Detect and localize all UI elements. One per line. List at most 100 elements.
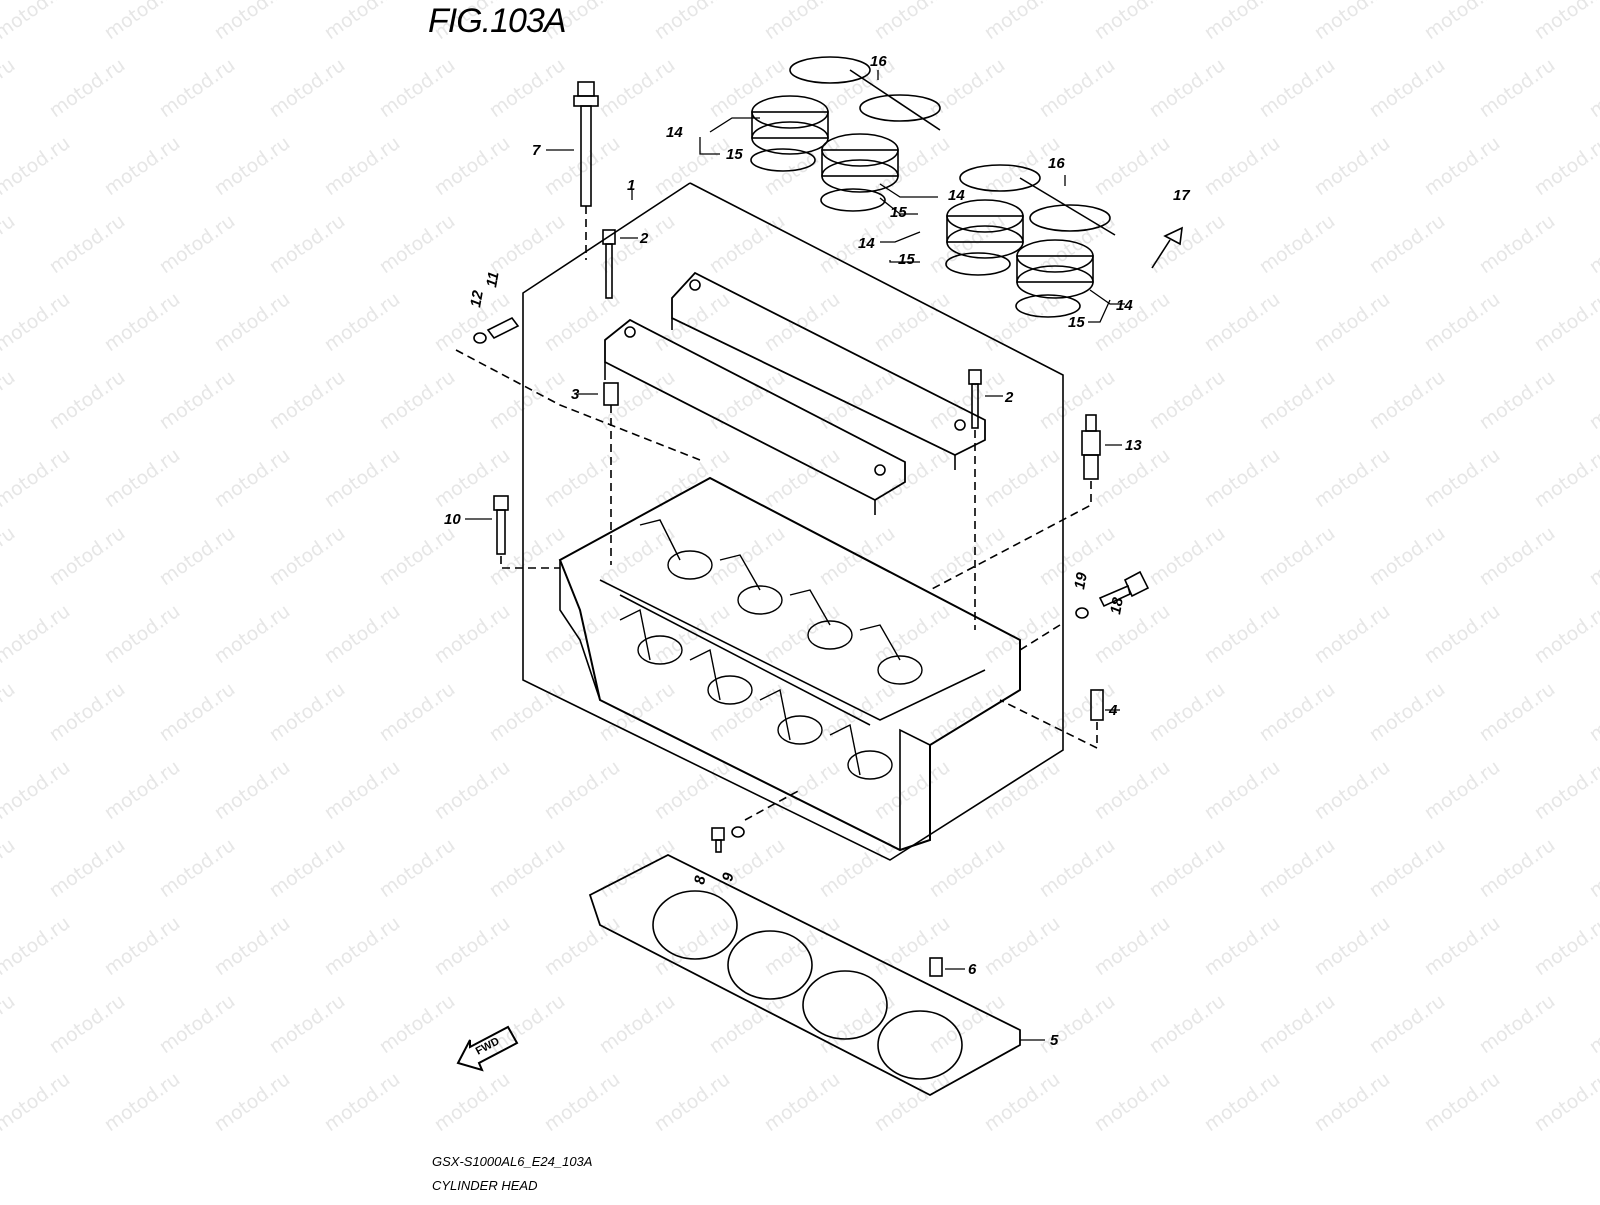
- watermark-text: motod.ru: [1035, 210, 1119, 278]
- watermark-text: motod.ru: [1420, 132, 1504, 200]
- callout-1: 1: [627, 177, 635, 194]
- callout-5: 5: [1050, 1032, 1059, 1049]
- watermark-text: motod.ru: [1530, 0, 1600, 44]
- watermark-text: motod.ru: [320, 756, 404, 824]
- watermark-text: motod.ru: [430, 444, 514, 512]
- watermark-text: motod.ru: [210, 444, 294, 512]
- watermark-text: motod.ru: [430, 1068, 514, 1136]
- watermark-text: motod.ru: [1090, 600, 1174, 668]
- watermark-text: motod.ru: [45, 522, 129, 590]
- drawing-lines: [455, 56, 1183, 1097]
- watermark-text: motod.ru: [815, 366, 899, 434]
- watermark-text: motod.ru: [1200, 0, 1284, 44]
- watermark-text: motod.ru: [1310, 288, 1394, 356]
- watermark-text: motod.ru: [650, 288, 734, 356]
- fwd-arrow-shape: [456, 1025, 519, 1072]
- watermark-text: motod.ru: [375, 834, 459, 902]
- watermark-text: motod.ru: [650, 1068, 734, 1136]
- watermark-text: motod.ru: [1310, 912, 1394, 980]
- watermark-text: motod.ru: [155, 210, 239, 278]
- watermark-text: motod.ru: [1145, 366, 1229, 434]
- watermark-text: motod.ru: [0, 132, 74, 200]
- callout-16: 16: [870, 53, 887, 70]
- watermark-text: motod.ru: [1420, 0, 1504, 44]
- watermark-text: motod.ru: [0, 366, 19, 434]
- watermark-text: motod.ru: [1420, 600, 1504, 668]
- watermark-text: motod.ru: [540, 132, 624, 200]
- watermark-text: motod.ru: [1310, 1068, 1394, 1136]
- watermark-text: motod.ru: [1090, 912, 1174, 980]
- watermark-text: motod.ru: [45, 366, 129, 434]
- watermark-text: motod.ru: [100, 0, 184, 44]
- watermark-text: motod.ru: [210, 1068, 294, 1136]
- watermark-text: motod.ru: [980, 444, 1064, 512]
- spark-plug-13: [929, 414, 1101, 591]
- watermark-text: motod.ru: [650, 0, 734, 44]
- watermark-text: motod.ru: [375, 210, 459, 278]
- screw-17: [1151, 226, 1183, 269]
- o-rings-15: [750, 148, 1081, 318]
- callout-7: 7: [532, 142, 541, 159]
- watermark-text: motod.ru: [0, 834, 19, 902]
- watermark-text: motod.ru: [870, 756, 954, 824]
- watermark-text: motod.ru: [485, 54, 569, 122]
- watermark-text: motod.ru: [155, 678, 239, 746]
- watermark-text: motod.ru: [1420, 756, 1504, 824]
- watermark-text: motod.ru: [595, 990, 679, 1058]
- watermark-text: motod.ru: [1035, 54, 1119, 122]
- cylinder-head-body: [558, 476, 1021, 852]
- watermark-text: motod.ru: [1145, 834, 1229, 902]
- watermark-text: motod.ru: [815, 522, 899, 590]
- callout-3: 3: [571, 386, 580, 403]
- watermark-text: motod.ru: [210, 600, 294, 668]
- watermark-text: motod.ru: [1255, 54, 1339, 122]
- sensor-18: [1019, 570, 1150, 651]
- watermark-text: motod.ru: [0, 288, 74, 356]
- watermark-text: motod.ru: [485, 990, 569, 1058]
- watermark-text: motod.ru: [45, 678, 129, 746]
- watermark-text: motod.ru: [1420, 1068, 1504, 1136]
- watermark-text: motod.ru: [980, 912, 1064, 980]
- watermark-text: motod.ru: [375, 678, 459, 746]
- dowel-6: [929, 957, 943, 977]
- watermark-text: motod.ru: [1475, 522, 1559, 590]
- watermark-text: motod.ru: [925, 522, 1009, 590]
- watermark-text: motod.ru: [1585, 366, 1600, 434]
- watermark-text: motod.ru: [1310, 132, 1394, 200]
- watermark-text: motod.ru: [1310, 444, 1394, 512]
- watermark-text: motod.ru: [1200, 288, 1284, 356]
- watermark-text: motod.ru: [1530, 132, 1600, 200]
- watermark-text: motod.ru: [1035, 366, 1119, 434]
- watermark-text: motod.ru: [375, 522, 459, 590]
- watermark-text: motod.ru: [1200, 1068, 1284, 1136]
- watermark-text: motod.ru: [375, 990, 459, 1058]
- camshaft-holder-front: [604, 318, 906, 515]
- callout-19: 19: [1071, 571, 1091, 591]
- watermark-text: motod.ru: [155, 522, 239, 590]
- callout-11: 11: [483, 270, 502, 288]
- watermark-text: motod.ru: [375, 54, 459, 122]
- watermark-text: motod.ru: [1145, 678, 1229, 746]
- long-bolt-7: [573, 81, 599, 260]
- watermark-text: motod.ru: [0, 990, 19, 1058]
- watermark-text: motod.ru: [0, 756, 74, 824]
- watermark-text: motod.ru: [430, 132, 514, 200]
- callout-14: 14: [948, 187, 965, 204]
- watermark-text: motod.ru: [1090, 132, 1174, 200]
- watermark-text: motod.ru: [100, 444, 184, 512]
- watermark-text: motod.ru: [1255, 990, 1339, 1058]
- watermark-text: motod.ru: [265, 54, 349, 122]
- watermark-text: motod.ru: [1420, 444, 1504, 512]
- watermark-text: motod.ru: [1365, 54, 1449, 122]
- watermark-text: motod.ru: [320, 1068, 404, 1136]
- watermark-text: motod.ru: [265, 210, 349, 278]
- watermark-text: motod.ru: [45, 54, 129, 122]
- callout-15: 15: [1068, 314, 1085, 331]
- watermark-text: motod.ru: [1255, 834, 1339, 902]
- watermark-text: motod.ru: [320, 444, 404, 512]
- watermark-text: motod.ru: [100, 600, 184, 668]
- head-gasket-5: [588, 853, 1021, 1097]
- watermark-text: motod.ru: [430, 756, 514, 824]
